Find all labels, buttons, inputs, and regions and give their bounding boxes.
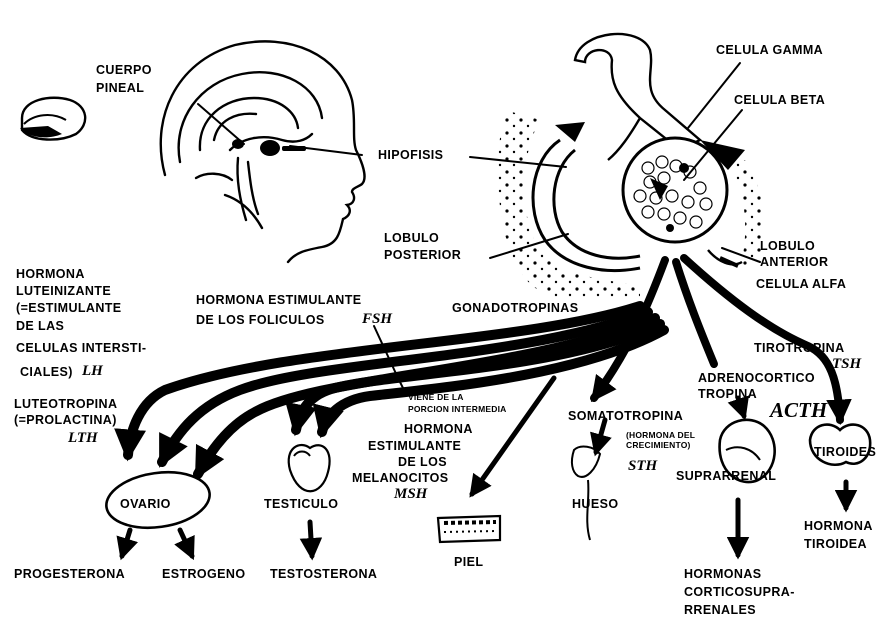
- label-celula-gamma: CELULA GAMMA: [716, 42, 823, 59]
- label-testiculo: TESTICULO: [264, 496, 338, 513]
- label-corticosuprarrenales-line1: HORMONAS: [684, 566, 762, 583]
- label-sth: STH: [628, 458, 657, 475]
- label-acth-desc-line2: TROPINA: [698, 386, 757, 403]
- label-viene-de-line2: PORCION INTERMEDIA: [408, 404, 507, 414]
- label-luteotropina-line2: (=PROLACTINA): [14, 412, 117, 429]
- label-fsh: FSH: [362, 311, 392, 328]
- label-luteinizante-line5: CELULAS INTERSTI-: [16, 340, 146, 357]
- label-luteinizante-line3: (=ESTIMULANTE: [16, 300, 122, 317]
- label-viene-de-line1: VIENE DE LA: [408, 392, 464, 402]
- small-brain-sketch: [20, 98, 85, 140]
- label-piel: PIEL: [454, 554, 483, 571]
- label-msh: MSH: [394, 486, 427, 503]
- label-ovario: OVARIO: [120, 496, 171, 513]
- label-celula-beta: CELULA BETA: [734, 92, 825, 109]
- label-progesterona: PROGESTERONA: [14, 566, 125, 583]
- label-lobulo-posterior-line2: POSTERIOR: [384, 247, 461, 264]
- label-hormona-tiroidea-line1: HORMONA: [804, 518, 873, 535]
- label-cuerpo-pineal-line1: CUERPO: [96, 62, 152, 79]
- label-gonadotropinas: GONADOTROPINAS: [452, 300, 578, 317]
- label-luteinizante-line6: CIALES): [20, 364, 73, 381]
- label-acth-desc-line1: ADRENOCORTICO: [698, 370, 815, 387]
- label-msh-desc-line3: DE LOS: [398, 454, 447, 471]
- label-hipofisis: HIPOFISIS: [378, 147, 443, 164]
- label-luteinizante-line2: LUTEINIZANTE: [16, 283, 111, 300]
- label-tsh: TSH: [832, 356, 861, 373]
- label-crecimiento-line2: CRECIMIENTO): [626, 440, 691, 450]
- label-suprarrenal: SUPRARRENAL: [676, 468, 776, 485]
- label-msh-desc-line4: MELANOCITOS: [352, 470, 449, 487]
- label-corticosuprarrenales-line2: CORTICOSUPRA-: [684, 584, 795, 601]
- label-lth: LTH: [68, 430, 98, 447]
- label-msh-desc-line2: ESTIMULANTE: [368, 438, 461, 455]
- label-hueso: HUESO: [572, 496, 618, 513]
- label-luteinizante-line1: HORMONA: [16, 266, 85, 283]
- label-luteinizante-line4: DE LAS: [16, 318, 64, 335]
- label-tiroides: TIROIDES: [814, 444, 876, 461]
- label-hormona-tiroidea-line2: TIROIDEA: [804, 536, 867, 553]
- label-fsh-desc-line1: HORMONA ESTIMULANTE: [196, 292, 361, 309]
- hormone-pathways: [128, 258, 840, 474]
- label-lh: LH: [82, 363, 103, 380]
- label-lobulo-anterior-line1: LOBULO: [760, 238, 815, 255]
- label-acth: ACTH: [770, 402, 827, 419]
- label-somatotropina: SOMATOTROPINA: [568, 408, 683, 425]
- label-corticosuprarrenales-line3: RRENALES: [684, 602, 756, 619]
- label-cuerpo-pineal-line2: PINEAL: [96, 80, 144, 97]
- label-lobulo-posterior-line1: LOBULO: [384, 230, 439, 247]
- label-testosterona: TESTOSTERONA: [270, 566, 377, 583]
- label-lobulo-anterior-line2: ANTERIOR: [760, 254, 828, 271]
- label-fsh-desc-line2: DE LOS FOLICULOS: [196, 312, 325, 329]
- label-msh-desc-line1: HORMONA: [404, 421, 473, 438]
- label-celula-alfa: CELULA ALFA: [756, 276, 846, 293]
- label-crecimiento-line1: (HORMONA DEL: [626, 430, 695, 440]
- label-luteotropina-line1: LUTEOTROPINA: [14, 396, 117, 413]
- pituitary-illustration: [498, 34, 764, 300]
- label-estrogeno: ESTROGENO: [162, 566, 245, 583]
- label-tirotropina: TIROTROPINA: [754, 340, 845, 357]
